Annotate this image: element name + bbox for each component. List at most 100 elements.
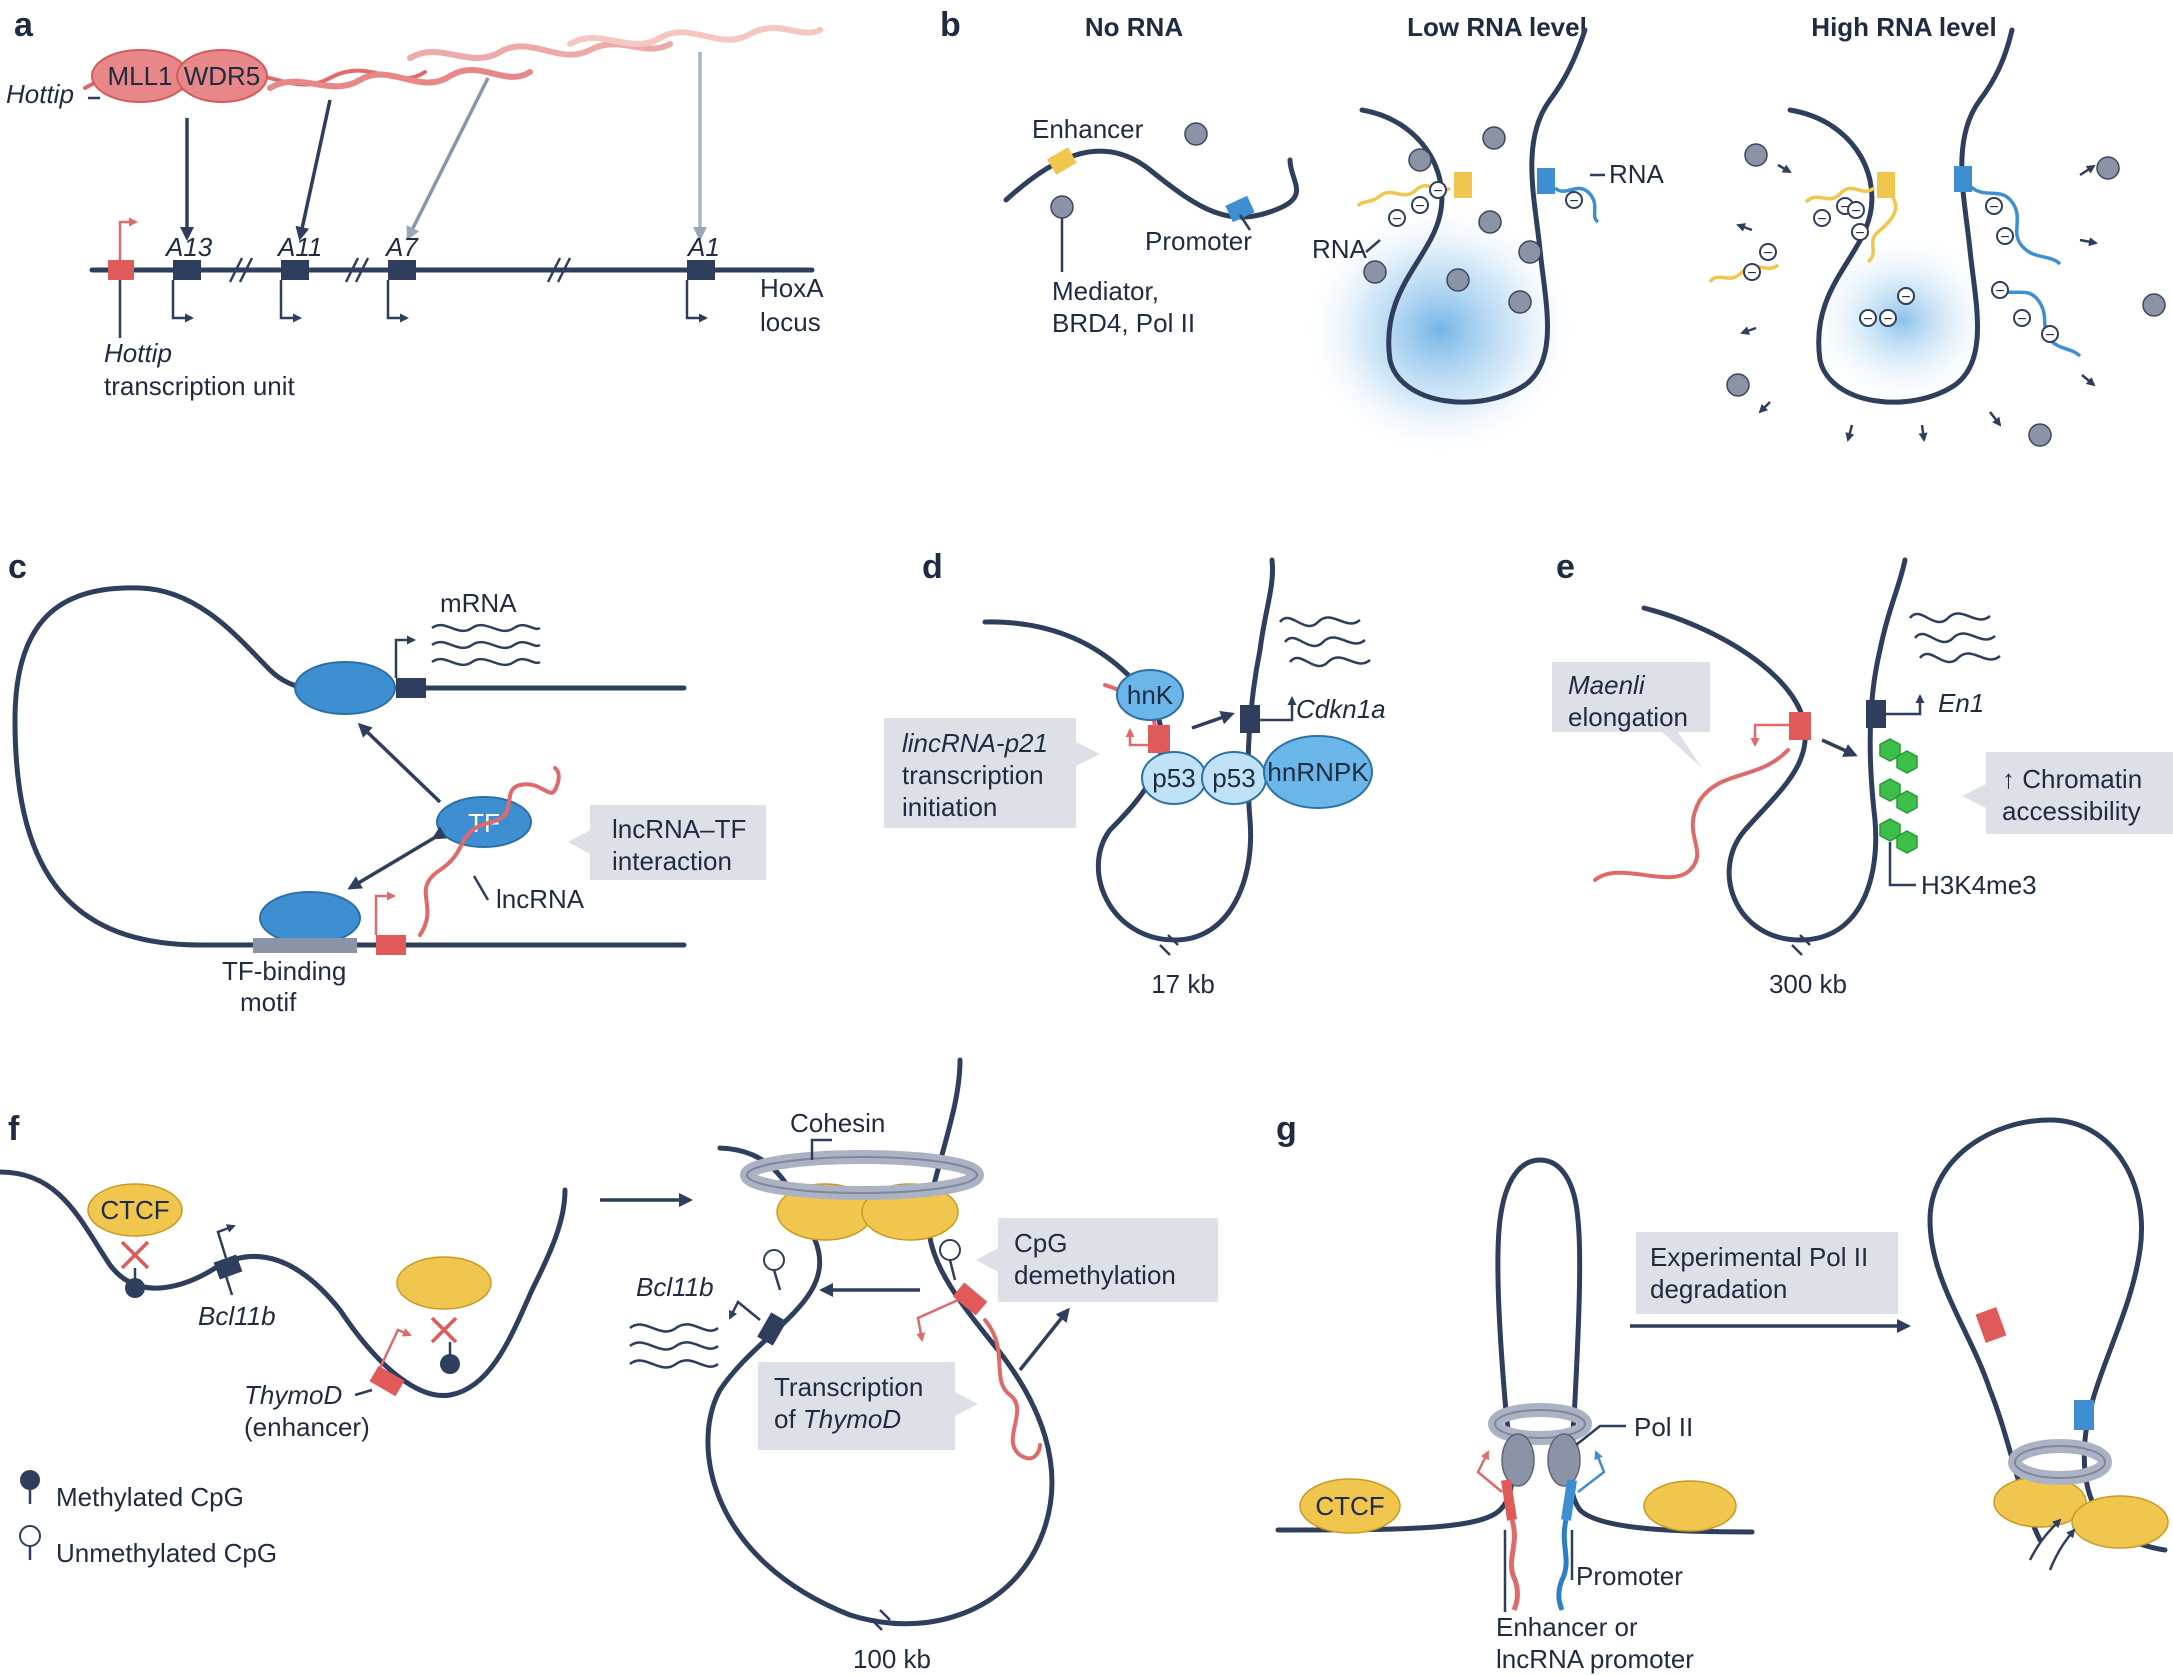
efflux-1 <box>1777 163 1792 174</box>
methylated-cpg-1 <box>125 1278 145 1298</box>
maenli-box-2: elongation <box>1568 702 1688 732</box>
charge-h10-sign: − <box>1989 199 1998 216</box>
panel-g: g CTCF Pol II Promoter Enhancer or lncRN… <box>1275 1110 2169 1674</box>
cpg-box-1: CpG <box>1014 1228 1067 1258</box>
charge-h1-sign: − <box>1817 211 1826 228</box>
en1-rna-2 <box>1913 632 1996 644</box>
pol2-left <box>1501 1433 1535 1487</box>
cohesin-anchor-g <box>1643 1480 1737 1532</box>
pol2-degradation-box <box>1636 1232 1898 1314</box>
gene-a13 <box>173 260 201 280</box>
lincrna-p21-box <box>884 718 1100 828</box>
charge-h6 <box>1859 309 1877 327</box>
panel-a-letter: a <box>14 6 34 44</box>
factor-low-4 <box>1518 240 1542 264</box>
ctcf-f <box>87 1183 183 1237</box>
h3k4me3-mark-2 <box>1896 750 1918 774</box>
hnrnpk-label: hnRNPK <box>1267 757 1369 787</box>
distance-300kb: 300 kb <box>1769 969 1847 999</box>
panel-d: d 17 kb Cdkn1a hnK p53 p53 hnRNPK lincRN… <box>884 548 1386 999</box>
promoter-g-after <box>2074 1400 2094 1430</box>
en1-rna-3 <box>1918 652 2001 664</box>
dna-c <box>12 585 687 948</box>
degradation-box-1: Experimental Pol II <box>1650 1242 1868 1272</box>
header-high-rna: High RNA level <box>1811 12 1996 42</box>
rna-left-label: RNA <box>1312 234 1368 264</box>
rna-high-4 <box>1968 184 2062 266</box>
cohesin-ring-outline <box>746 1156 978 1194</box>
tf-binding-motif <box>253 938 357 953</box>
legend-methylated-label: Methylated CpG <box>56 1482 244 1512</box>
dna-f-before <box>0 1169 568 1399</box>
efflux-2 <box>1736 223 1753 232</box>
cohesin-ring-g-outline <box>1494 1409 1586 1439</box>
lncrna-tf-box-2: interaction <box>612 846 732 876</box>
chromatin-box-2: accessibility <box>2002 796 2141 826</box>
panel-g-letter: g <box>1276 1110 1297 1148</box>
factor-h4 <box>2142 293 2166 317</box>
efflux-3 <box>1740 326 1757 335</box>
thymod-leader-before <box>354 1388 373 1397</box>
enhancer-rna-g <box>1509 1519 1520 1611</box>
panel-b-letter: b <box>940 6 961 44</box>
cdkn1a-rna-2 <box>1283 636 1366 648</box>
unmethylated-cpg-1 <box>763 1249 785 1271</box>
tss-a1 <box>685 280 708 323</box>
charge-h5 <box>1897 287 1915 305</box>
promoter-leader <box>1238 214 1252 231</box>
factor-2 <box>1050 195 1074 219</box>
bcl11b-rna-2 <box>629 1341 719 1351</box>
charge-h9 <box>1743 263 1761 281</box>
rna-right-label: RNA <box>1609 159 1665 189</box>
pol2-leader <box>1575 1424 1626 1446</box>
efflux-7 <box>1989 411 2002 427</box>
bcl11b-rna-3 <box>629 1359 719 1369</box>
rna-left-leader <box>1365 239 1381 253</box>
charge-h6-sign: − <box>1863 311 1872 328</box>
mrna-gene <box>396 678 426 698</box>
p53-label-right: p53 <box>1212 763 1255 793</box>
arrow-tf-to-promoter <box>357 722 442 804</box>
factor-low-7 <box>1363 260 1387 284</box>
promoter-rna-g <box>1556 1519 1569 1611</box>
bcl11b-gene-before <box>213 1254 243 1280</box>
tss-a7 <box>386 280 409 323</box>
panel-c-letter: c <box>8 548 27 586</box>
charge-h8 <box>1759 243 1777 261</box>
ctcf-blocked-x <box>120 1240 150 1270</box>
promoter-tss-g <box>1577 1450 1606 1493</box>
en1-label: En1 <box>1938 688 1984 718</box>
lncrna-label: lncRNA <box>496 884 585 914</box>
bcl11b-tss-before <box>216 1224 236 1259</box>
cpg-stem-4 <box>948 1259 957 1281</box>
extrusion-arrow-2 <box>2048 1528 2076 1571</box>
maenli-tss <box>1750 723 1789 747</box>
hottip-label: Hottip <box>6 79 74 109</box>
cohesin-unbound <box>396 1256 492 1310</box>
charge-h7-sign: − <box>1883 311 1892 328</box>
gene-a1-label: A1 <box>686 232 720 262</box>
enhancer-label-g-1: Enhancer or <box>1496 1612 1638 1642</box>
panel-f: f CTCF Bcl11b ThymoD (enhancer) 100 kb C… <box>0 1057 1218 1674</box>
panel-e: e 300 kb En1 H3K4me3 Maenli elongation ↑… <box>1552 548 2173 999</box>
promoter-high <box>1954 166 1972 192</box>
condensate-high <box>1803 230 2003 410</box>
promoter-g <box>1561 1479 1577 1521</box>
enhancer-label-g-2: lncRNA promoter <box>1496 1644 1694 1674</box>
factor-low-1 <box>1408 148 1432 172</box>
tf-bound-promoter <box>294 661 396 715</box>
cdkn1a-rna-1 <box>1278 616 1361 628</box>
lncrna-tss <box>374 891 396 935</box>
factor-h2 <box>1726 373 1750 397</box>
h3k4me3-mark-6 <box>1896 830 1918 854</box>
panel-f-letter: f <box>8 1110 20 1148</box>
efflux-8 <box>2079 164 2096 177</box>
rna-low-prom <box>1553 186 1600 224</box>
charge-3 <box>1429 181 1447 199</box>
gene-a1 <box>687 260 715 280</box>
gene-a13-label: A13 <box>164 232 213 262</box>
enhancer-note: (enhancer) <box>244 1412 370 1442</box>
charge-1 <box>1388 209 1406 227</box>
maenli-box-1: Maenli <box>1568 670 1646 700</box>
efflux-9 <box>2079 237 2098 247</box>
